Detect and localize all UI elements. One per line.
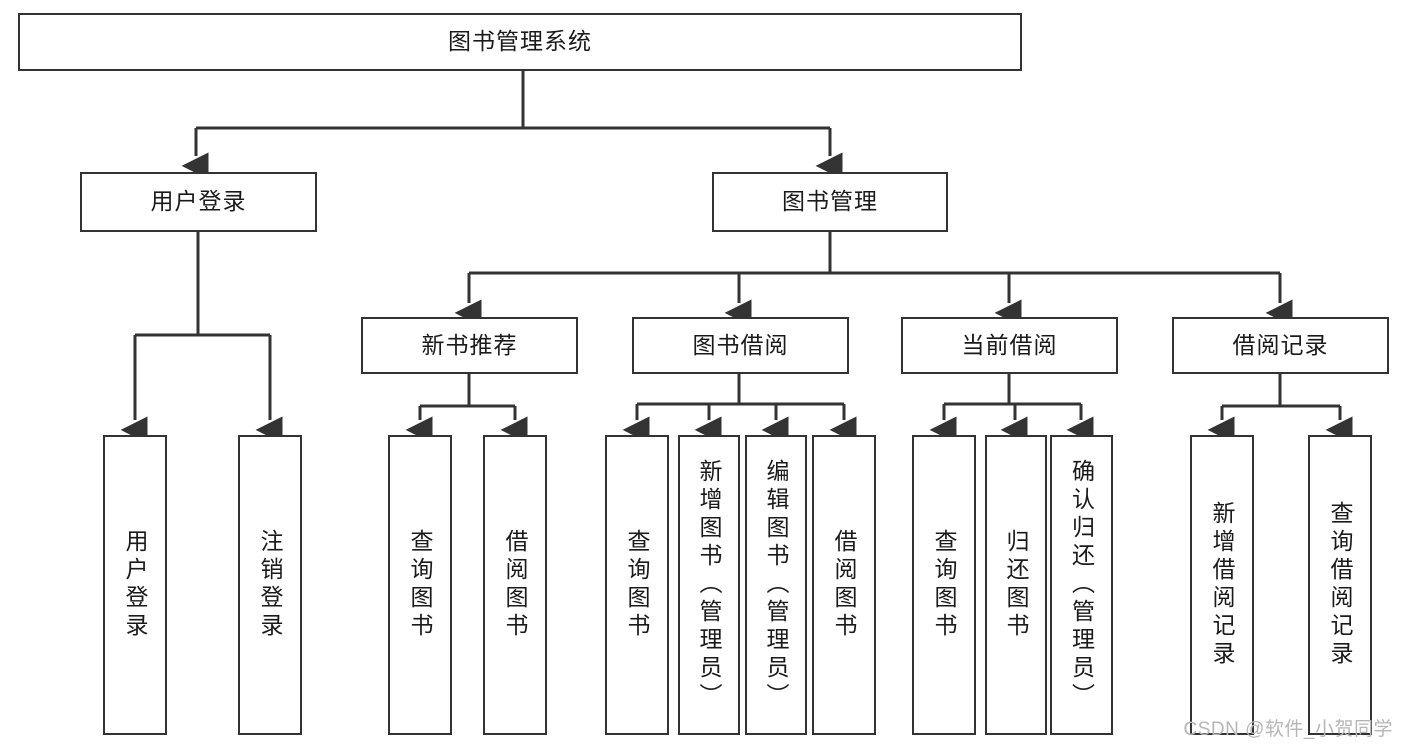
leaf-return-book-label: 归还图书 bbox=[1003, 529, 1030, 641]
node-new-book-recommend[interactable]: 新书推荐 bbox=[361, 317, 578, 374]
leaf-add-book-admin[interactable]: 新增图书（管理员） bbox=[678, 435, 740, 735]
node-book-borrow-label: 图书借阅 bbox=[692, 331, 789, 358]
leaf-confirm-return-admin[interactable]: 确认归还（管理员） bbox=[1050, 435, 1113, 735]
leaf-query-book-current[interactable]: 查询图书 bbox=[912, 435, 976, 735]
node-book-management-label: 图书管理 bbox=[782, 188, 878, 215]
node-user-login-label: 用户登录 bbox=[150, 188, 247, 215]
leaf-query-borrow-record-label: 查询借阅记录 bbox=[1327, 501, 1354, 669]
leaf-logout-label: 注销登录 bbox=[257, 529, 284, 641]
node-root-label: 图书管理系统 bbox=[448, 28, 592, 55]
node-current-borrow-label: 当前借阅 bbox=[961, 331, 1058, 358]
node-current-borrow[interactable]: 当前借阅 bbox=[901, 317, 1118, 374]
leaf-add-borrow-record[interactable]: 新增借阅记录 bbox=[1190, 435, 1254, 735]
leaf-add-book-admin-label: 新增图书（管理员） bbox=[696, 459, 723, 711]
node-user-login[interactable]: 用户登录 bbox=[80, 172, 317, 232]
leaf-user-login[interactable]: 用户登录 bbox=[103, 435, 167, 735]
node-book-management[interactable]: 图书管理 bbox=[712, 172, 948, 232]
leaf-confirm-return-admin-label: 确认归还（管理员） bbox=[1068, 459, 1095, 711]
leaf-borrow-book[interactable]: 借阅图书 bbox=[812, 435, 876, 735]
node-borrow-record-label: 借阅记录 bbox=[1232, 331, 1329, 358]
node-new-book-recommend-label: 新书推荐 bbox=[421, 331, 518, 358]
leaf-query-book-current-label: 查询图书 bbox=[931, 529, 958, 641]
leaf-logout[interactable]: 注销登录 bbox=[238, 435, 302, 735]
leaf-query-book-recommend-label: 查询图书 bbox=[407, 529, 434, 641]
leaf-edit-book-admin[interactable]: 编辑图书（管理员） bbox=[745, 435, 807, 735]
leaf-return-book[interactable]: 归还图书 bbox=[985, 435, 1047, 735]
leaf-borrow-book-label: 借阅图书 bbox=[831, 529, 858, 641]
leaf-add-borrow-record-label: 新增借阅记录 bbox=[1209, 501, 1236, 669]
leaf-user-login-label: 用户登录 bbox=[122, 529, 149, 641]
leaf-borrow-book-recommend-label: 借阅图书 bbox=[502, 529, 529, 641]
node-borrow-record[interactable]: 借阅记录 bbox=[1172, 317, 1389, 374]
node-root[interactable]: 图书管理系统 bbox=[18, 13, 1022, 71]
leaf-borrow-book-recommend[interactable]: 借阅图书 bbox=[483, 435, 547, 735]
leaf-query-book-recommend[interactable]: 查询图书 bbox=[388, 435, 452, 735]
node-book-borrow[interactable]: 图书借阅 bbox=[632, 317, 849, 374]
leaf-query-book-borrow-label: 查询图书 bbox=[624, 529, 651, 641]
leaf-edit-book-admin-label: 编辑图书（管理员） bbox=[763, 459, 790, 711]
leaf-query-book-borrow[interactable]: 查询图书 bbox=[605, 435, 669, 735]
leaf-query-borrow-record[interactable]: 查询借阅记录 bbox=[1308, 435, 1372, 735]
